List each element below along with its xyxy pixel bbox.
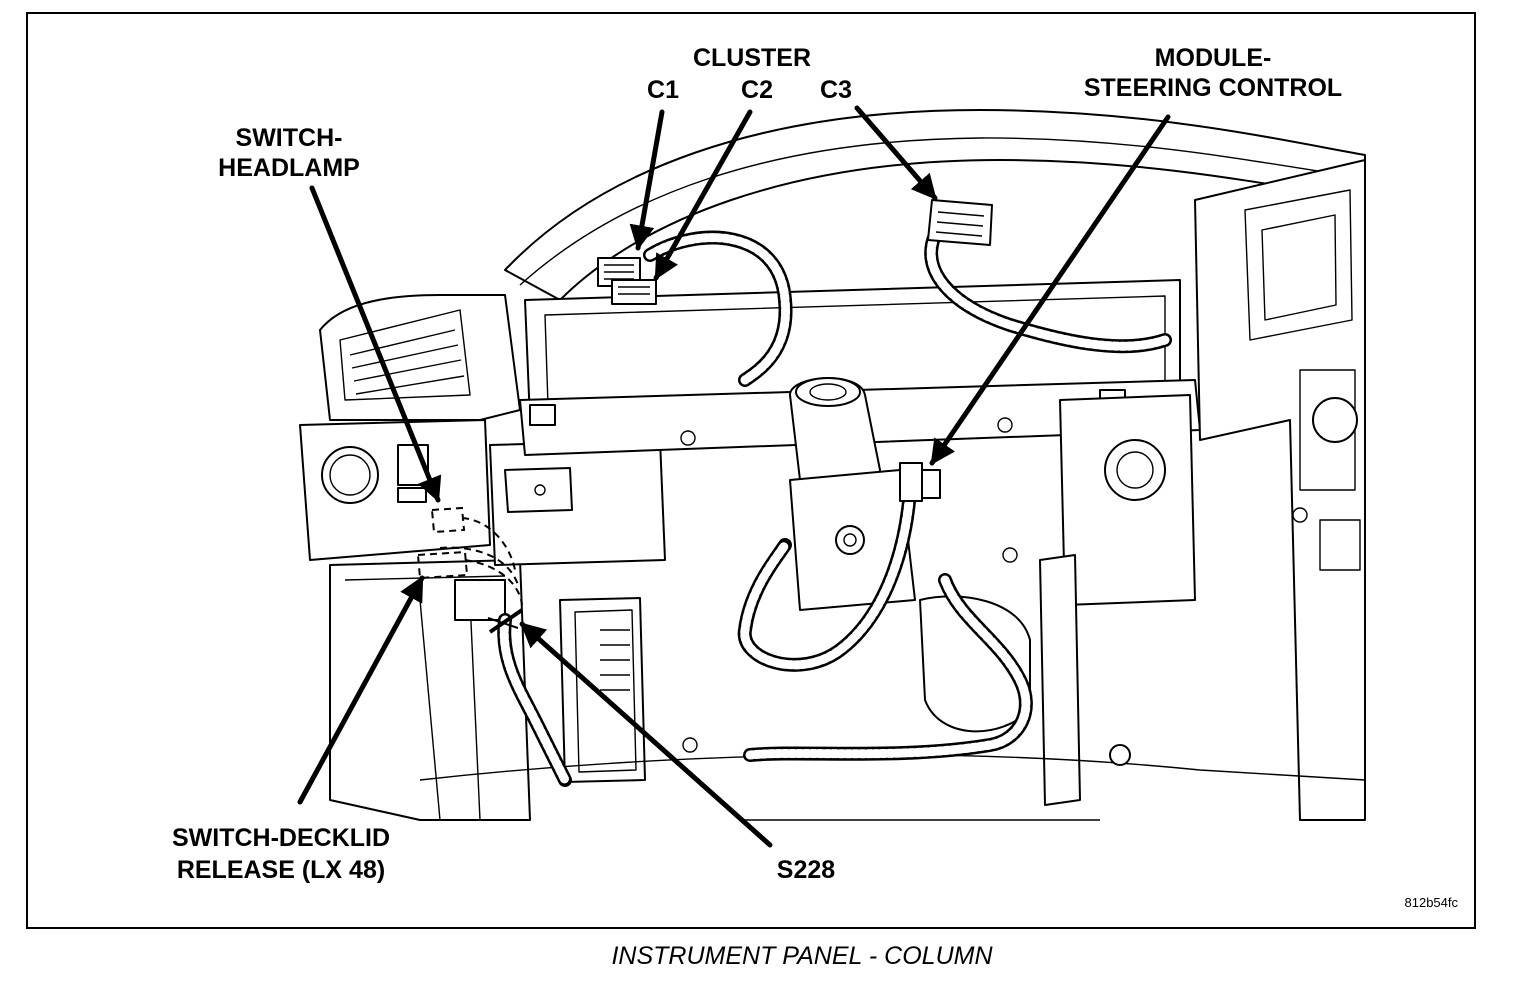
dashboard-illustration (299, 109, 1366, 821)
label-c2: C2 (741, 76, 773, 104)
connector-decklid-release-switch (416, 546, 523, 606)
label-module-line1: MODULE- (1155, 44, 1272, 72)
wiring-harnesses (497, 228, 1172, 787)
callout-labels: CLUSTER C1 C2 C3 MODULE- STEERING CONTRO… (172, 44, 1459, 910)
leader-arrows (297, 105, 1171, 848)
arrow-switch-decklid-release (297, 575, 425, 805)
label-headlamp-line1: SWITCH- (236, 124, 343, 152)
label-decklid-line2: RELEASE (LX 48) (177, 856, 385, 884)
label-headlamp-line2: HEADLAMP (218, 154, 360, 182)
arrow-c1 (629, 109, 665, 251)
connector-c3 (927, 199, 993, 246)
connectors (416, 199, 993, 634)
arrow-module-steering-control (929, 114, 1171, 466)
figure-caption: INSTRUMENT PANEL - COLUMN (611, 942, 993, 970)
figure-code: 812b54fc (1405, 895, 1459, 910)
label-c1: C1 (647, 76, 679, 104)
diagram-frame (26, 12, 1476, 929)
label-decklid-line1: SWITCH-DECKLID (172, 824, 390, 852)
connector-steering-control-module (899, 462, 941, 502)
label-module-line2: STEERING CONTROL (1084, 74, 1342, 102)
label-cluster: CLUSTER (693, 44, 811, 72)
arrow-c3 (854, 105, 938, 201)
arrow-s228 (519, 621, 773, 848)
label-c3: C3 (820, 76, 852, 104)
connector-headlamp-switch (430, 506, 516, 571)
arrow-switch-headlamp (309, 185, 442, 503)
label-s228: S228 (777, 856, 835, 884)
connector-c2 (611, 279, 657, 305)
arrow-c2 (653, 109, 753, 281)
splice-s228 (487, 608, 524, 634)
